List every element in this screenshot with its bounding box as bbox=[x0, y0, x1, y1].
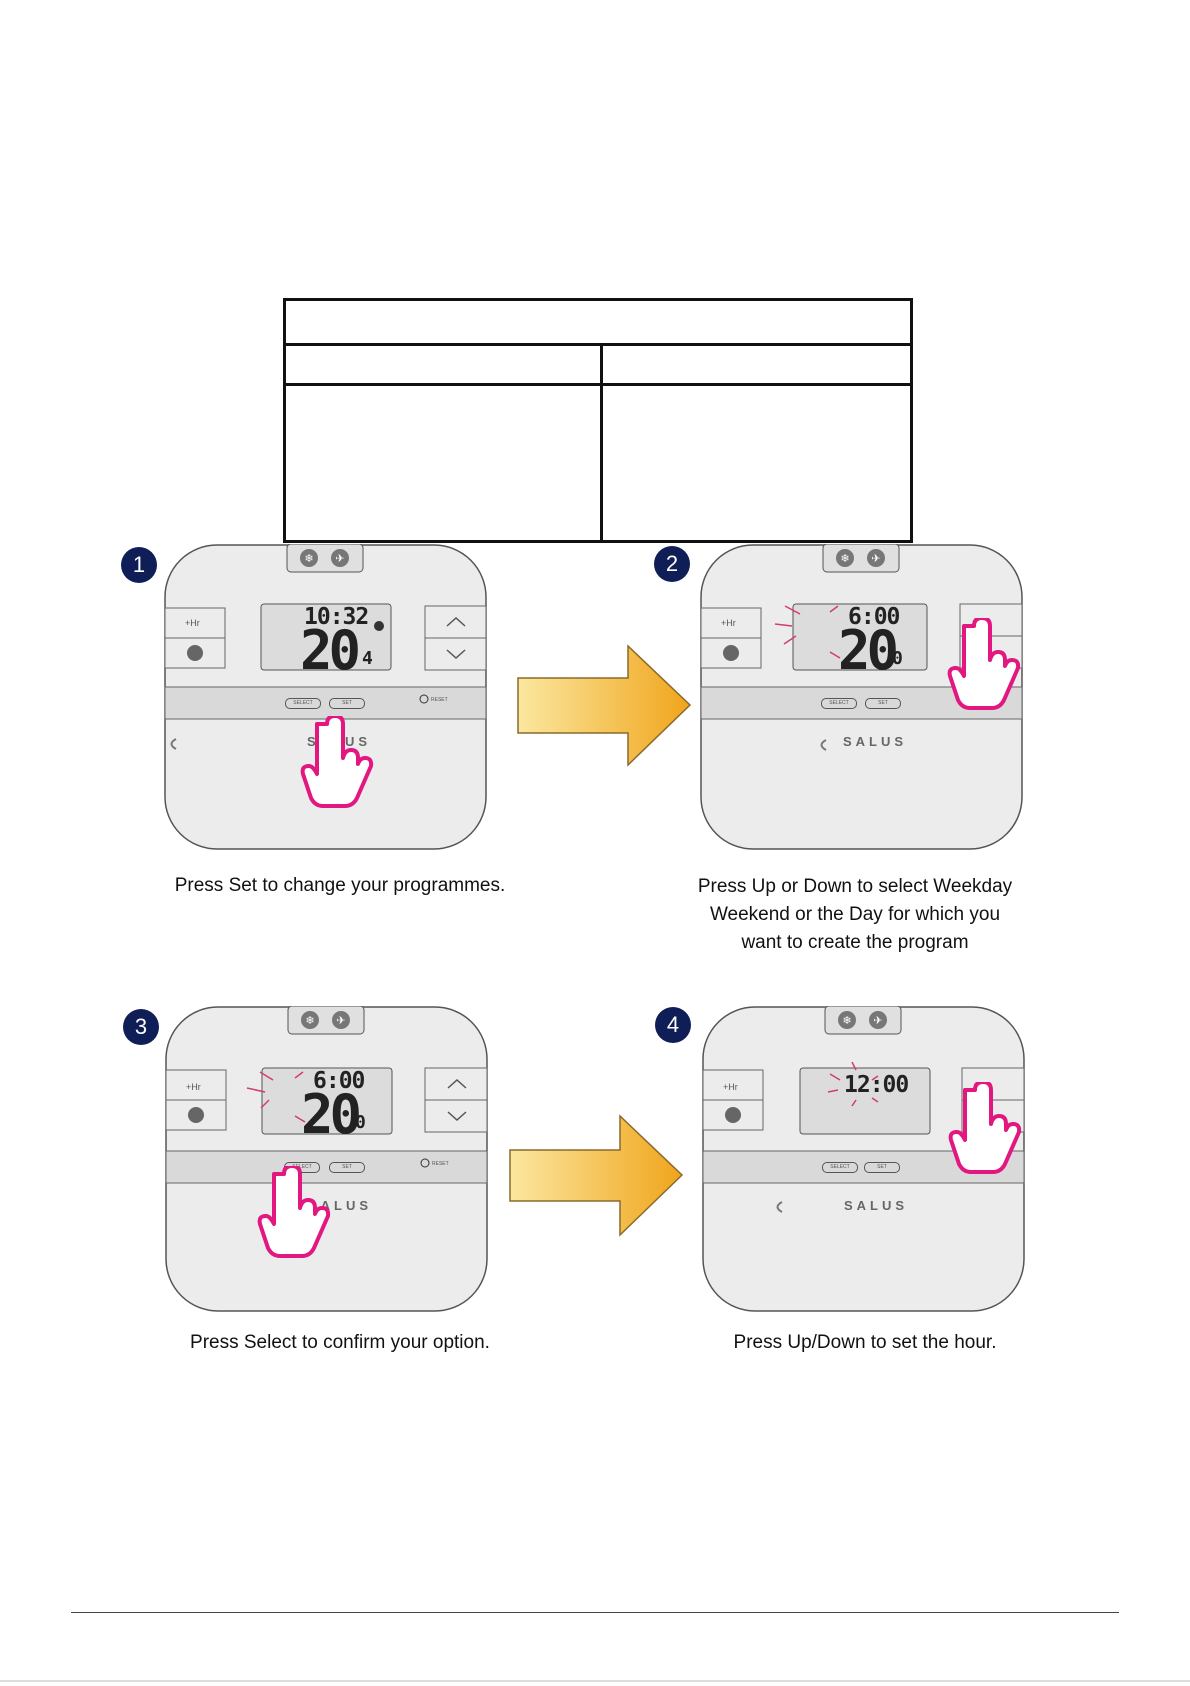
brand-logo: SALUS bbox=[844, 1198, 909, 1213]
lcd-time: 10:32 bbox=[304, 604, 369, 630]
svg-text:❄: ❄ bbox=[305, 1014, 314, 1027]
reset-label: RESET bbox=[432, 1161, 449, 1167]
caption-line: Weekend or the Day for which you bbox=[709, 904, 1001, 925]
lcd-time: 6:00 bbox=[313, 1068, 365, 1094]
set-button[interactable]: SET bbox=[329, 698, 365, 709]
caption-line: Press Set to change your programmes. bbox=[174, 875, 506, 896]
pointing-hand-icon bbox=[947, 618, 1021, 710]
svg-text:✈: ✈ bbox=[336, 1014, 345, 1027]
step-number-badge: 2 bbox=[654, 546, 690, 582]
plus-hour-button[interactable]: +Hr bbox=[723, 1082, 738, 1092]
pointing-hand-icon bbox=[257, 1166, 331, 1258]
select-button[interactable]: SELECT bbox=[285, 698, 321, 709]
caption-line: Press Up/Down to set the hour. bbox=[733, 1332, 997, 1353]
lcd-temperature-decimal: 0 bbox=[355, 1112, 366, 1133]
pointing-hand-icon bbox=[948, 1082, 1022, 1174]
plus-hour-button[interactable]: +Hr bbox=[721, 618, 736, 628]
thermostat-step-1: ❄ ✈ 10:32 20 4 +Hr SELECT SET RESET SALU… bbox=[164, 544, 487, 850]
lcd-temperature: 20 bbox=[301, 1083, 362, 1146]
table-column-divider bbox=[600, 346, 603, 540]
svg-text:✈: ✈ bbox=[873, 1014, 882, 1027]
caption-line: Press Up or Down to select Weekday bbox=[697, 876, 1013, 897]
svg-text:✈: ✈ bbox=[871, 552, 880, 565]
reset-label: RESET bbox=[431, 697, 448, 703]
select-button[interactable]: SELECT bbox=[821, 698, 857, 709]
plus-hour-button[interactable]: +Hr bbox=[185, 618, 200, 628]
table-row-divider bbox=[286, 383, 910, 386]
lcd-temperature-decimal: 4 bbox=[362, 648, 373, 669]
step-number-badge: 1 bbox=[121, 547, 157, 583]
arrow-right-icon bbox=[509, 1114, 684, 1237]
select-button[interactable]: SELECT bbox=[822, 1162, 858, 1173]
step-number-badge: 3 bbox=[123, 1009, 159, 1045]
arrow-right-icon bbox=[517, 644, 692, 767]
caption-line: Press Select to confirm your option. bbox=[190, 1332, 490, 1353]
lcd-temperature: 20 bbox=[300, 619, 361, 682]
svg-text:❄: ❄ bbox=[840, 552, 849, 565]
empty-table bbox=[283, 298, 913, 543]
set-button[interactable]: SET bbox=[329, 1162, 365, 1173]
step-caption: Press Set to change your programmes. bbox=[150, 872, 530, 900]
brand-logo: SALUS bbox=[843, 734, 908, 749]
lcd-time: 12:00 bbox=[844, 1072, 909, 1098]
set-button[interactable]: SET bbox=[864, 1162, 900, 1173]
table-row-divider bbox=[286, 343, 910, 346]
lcd-temperature-decimal: 0 bbox=[892, 648, 903, 669]
footer-rule bbox=[71, 1612, 1119, 1613]
svg-text:✈: ✈ bbox=[335, 552, 344, 565]
lcd-time: 6:00 bbox=[848, 604, 900, 630]
bottom-edge bbox=[0, 1680, 1190, 1682]
pointing-hand-icon bbox=[300, 716, 374, 808]
caption-line: want to create the program bbox=[741, 932, 969, 953]
thermostat-step-4: ❄ ✈ 12:00 +Hr SELECT SET SALUS bbox=[702, 1006, 1025, 1312]
thermostat-step-2: ❄ ✈ 6:00 20 0 +Hr SELECT SET SALUS bbox=[700, 544, 1023, 850]
plus-hour-button[interactable]: +Hr bbox=[186, 1082, 201, 1092]
step-caption: Press Select to confirm your option. bbox=[150, 1329, 530, 1357]
step-number-badge: 4 bbox=[655, 1007, 691, 1043]
lcd-temperature: 20 bbox=[838, 619, 899, 682]
step-caption: Press Up or Down to select Weekday Weeke… bbox=[670, 873, 1040, 957]
svg-text:❄: ❄ bbox=[842, 1014, 851, 1027]
set-button[interactable]: SET bbox=[865, 698, 901, 709]
step-caption: Press Up/Down to set the hour. bbox=[680, 1329, 1050, 1357]
thermostat-step-3: ❄ ✈ 6:00 20 0 +Hr SELECT SET RESET SALUS bbox=[165, 1006, 488, 1312]
svg-text:❄: ❄ bbox=[304, 552, 313, 565]
